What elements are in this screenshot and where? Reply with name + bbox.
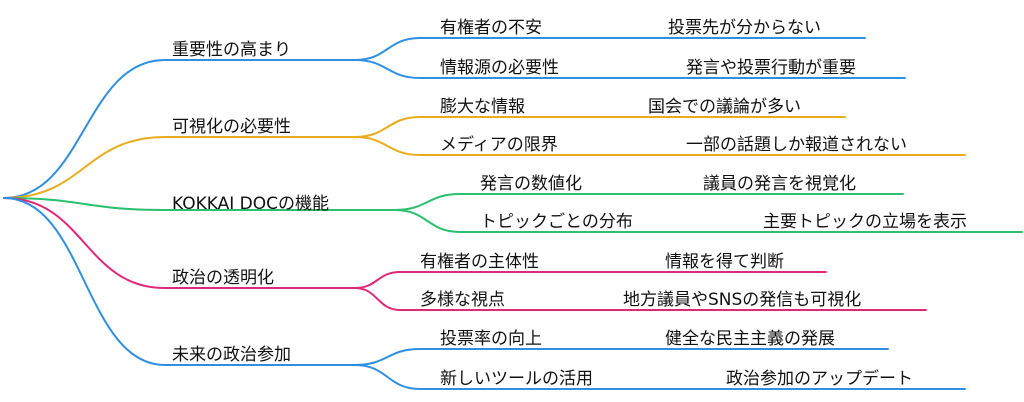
subtopic-label: 有権者の主体性 [420, 252, 539, 272]
branch-label: 未来の政治参加 [172, 345, 291, 365]
subtopic-detail: 情報を得て判断 [665, 252, 784, 272]
subtopic-label: 新しいツールの活用 [440, 369, 593, 389]
subtopic-detail: 一部の話題しか報道されない [686, 135, 907, 155]
subbranch-edge [354, 136, 966, 156]
subbranch-edge [354, 116, 846, 138]
subtopic-detail: 国会での議論が多い [648, 97, 801, 117]
mindmap-edges [3, 37, 1023, 390]
subtopic-label: メディアの限界 [440, 134, 558, 155]
subbranch-edge [354, 287, 927, 311]
subbranch-edge [354, 364, 966, 390]
subtopic-detail: 地方議員やSNSの発信も可視化 [623, 290, 861, 310]
subtopic-detail: 議員の発言を視覚化 [703, 174, 856, 194]
subbranch-edge [354, 348, 889, 366]
subbranch-edge [354, 271, 827, 289]
subtopic-label: トピックごとの分布 [480, 212, 633, 232]
subbranch-edge [354, 59, 906, 79]
subtopic-detail: 発言や投票行動が重要 [686, 58, 856, 78]
branch-edge [3, 59, 356, 199]
subtopic-label: 膨大な情報 [440, 97, 525, 117]
subtopic-detail: 健全な民主主義の発展 [665, 329, 835, 349]
subtopic-detail: 政治参加のアップデート [726, 368, 913, 389]
branch-edge [3, 197, 356, 366]
subtopic-label: 投票率の向上 [440, 329, 542, 349]
subtopic-label: 多様な視点 [420, 290, 505, 310]
subtopic-label: 情報源の必要性 [440, 58, 559, 78]
branch-edge [3, 136, 356, 199]
branch-label: KOKKAI DOCの機能 [172, 194, 329, 214]
subtopic-label: 有権者の不安 [440, 18, 542, 38]
subbranch-edge [394, 209, 1023, 233]
subbranch-edge [394, 193, 904, 211]
branch-label: 政治の透明化 [172, 268, 274, 288]
branch-edge [3, 197, 356, 289]
subtopic-detail: 主要トピックの立場を表示 [763, 212, 967, 232]
subtopic-detail: 投票先が分からない [668, 18, 821, 38]
branch-label: 可視化の必要性 [172, 117, 291, 137]
subtopic-label: 発言の数値化 [480, 174, 582, 194]
branch-label: 重要性の高まり [172, 40, 291, 60]
branch-edge [3, 197, 396, 211]
subbranch-edge [354, 37, 866, 61]
